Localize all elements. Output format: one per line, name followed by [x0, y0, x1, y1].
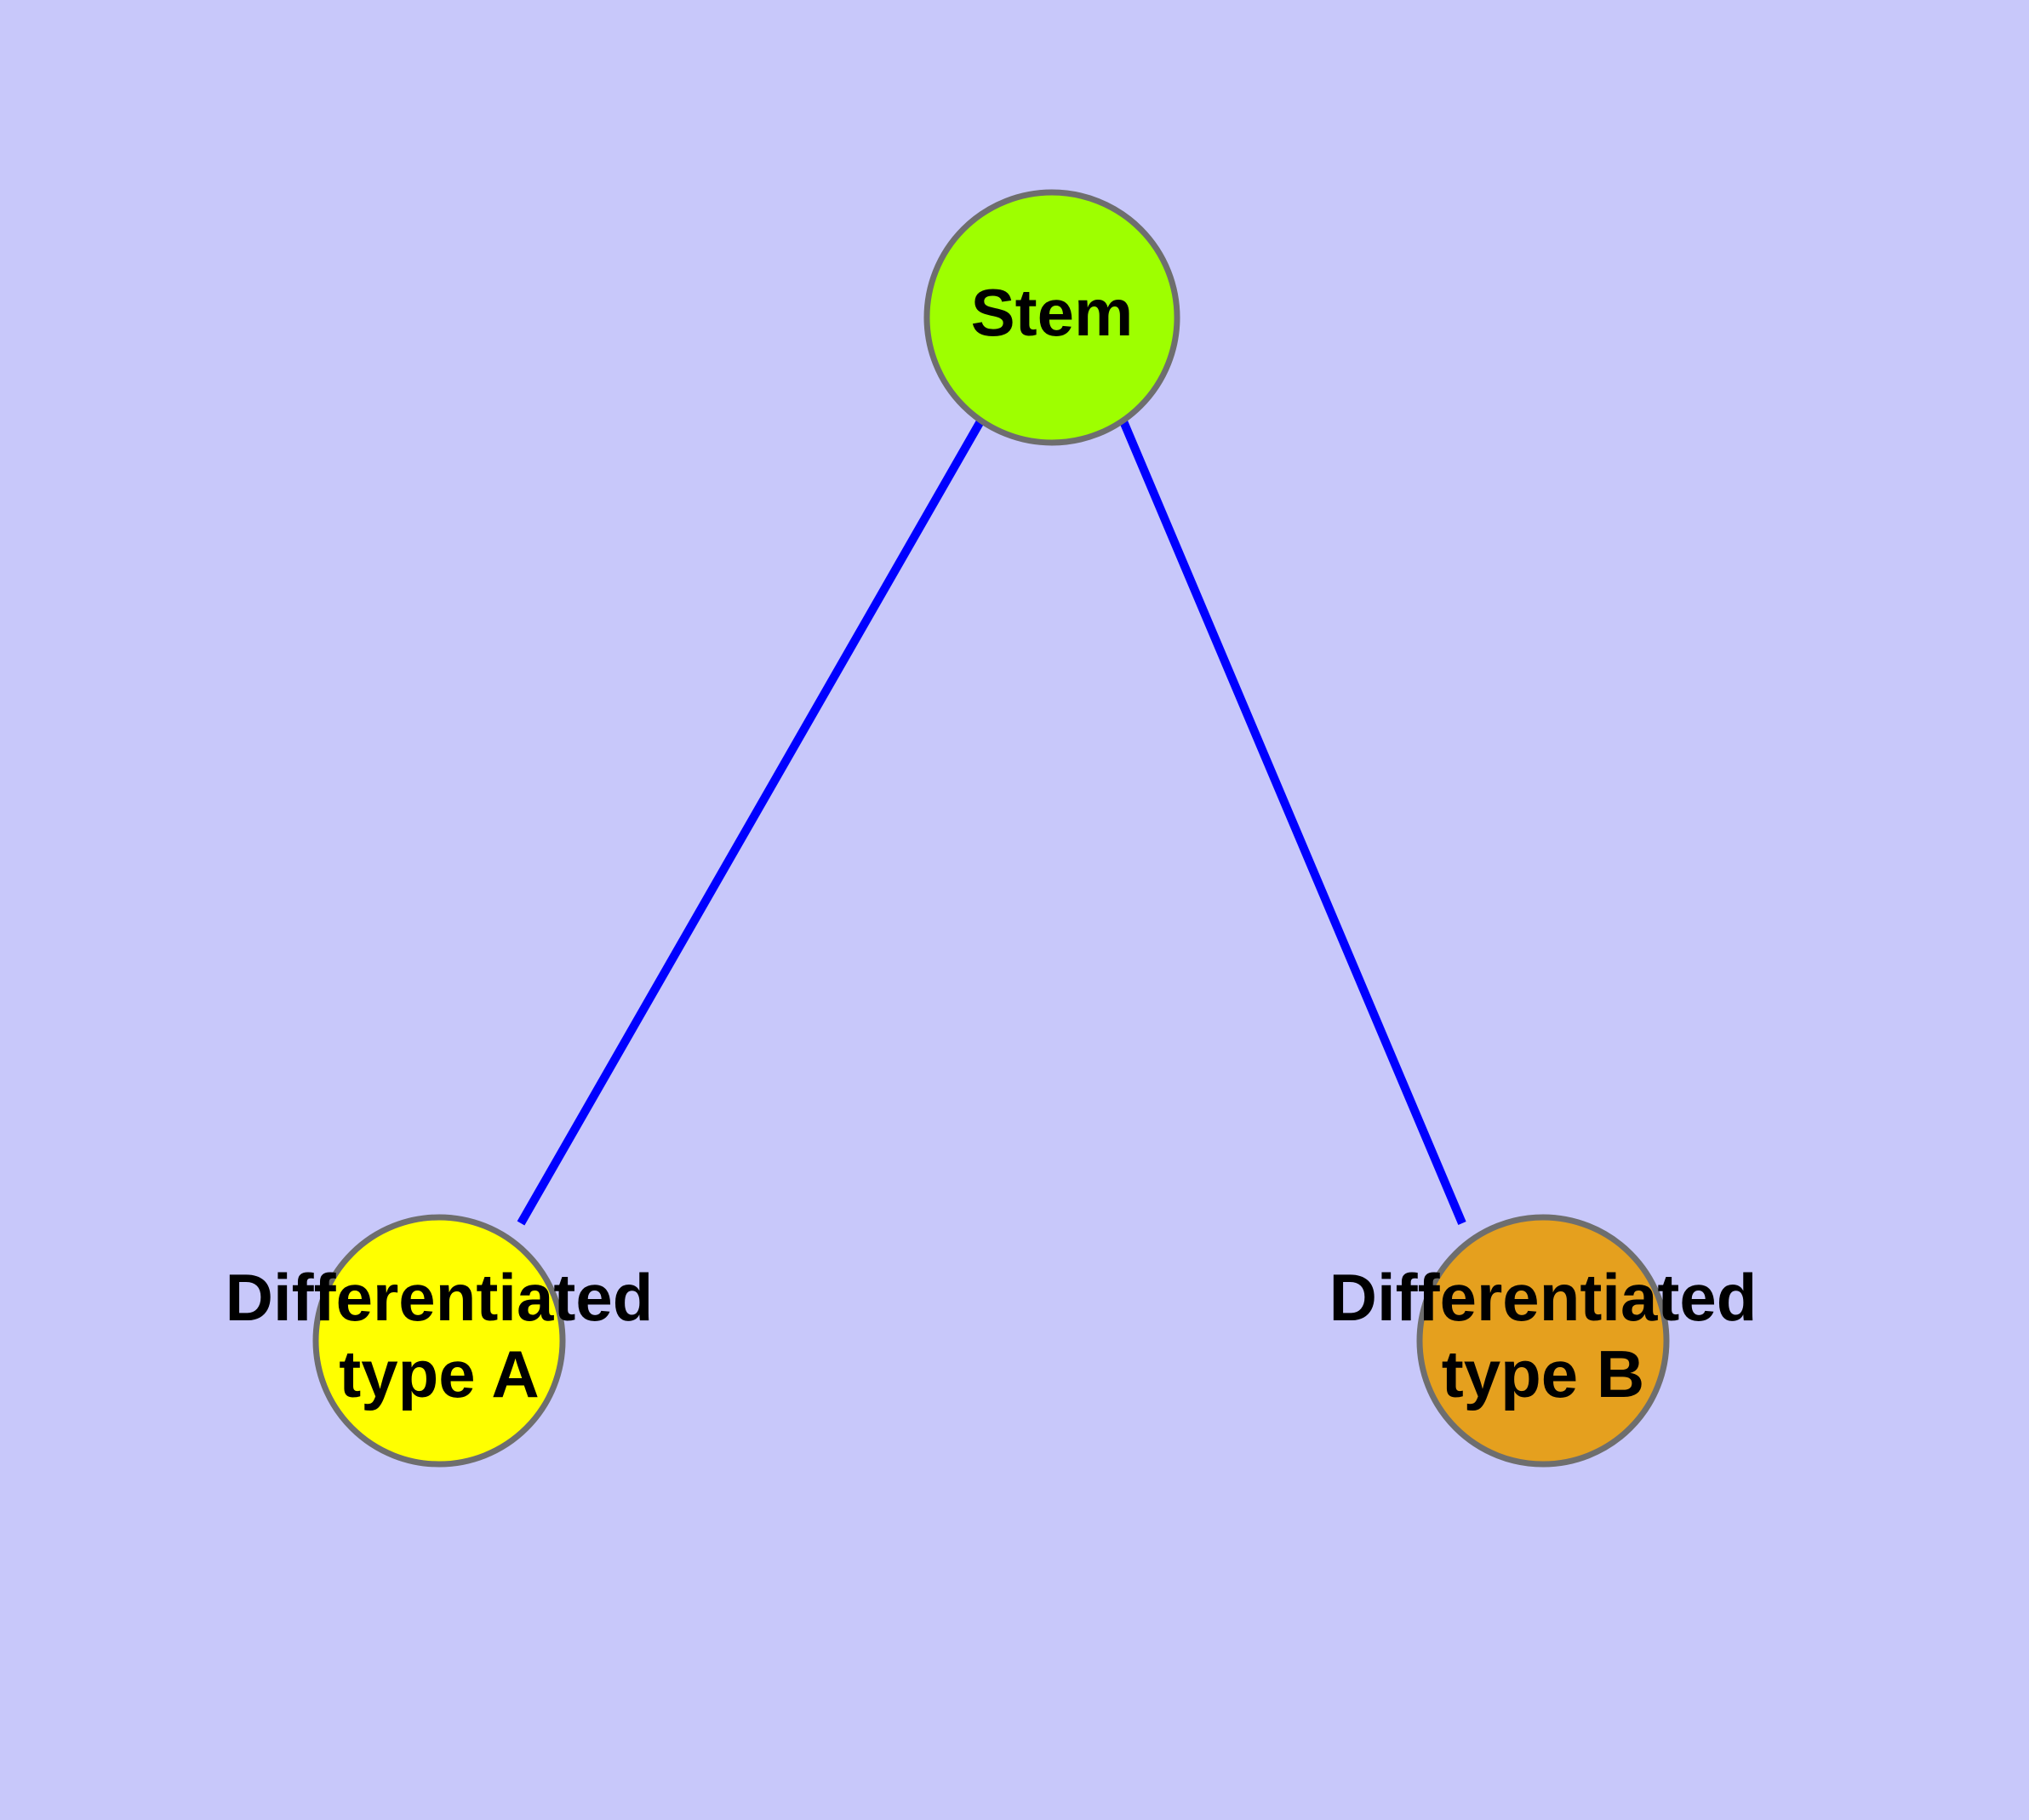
node-stem-label: Stem — [971, 275, 1134, 350]
edge-stem-to-differentiated-type-a[interactable] — [517, 419, 985, 1226]
node-differentiated-type-b-circle[interactable] — [1416, 1214, 1670, 1468]
node-stem[interactable]: Stem — [923, 189, 1180, 446]
node-stem-circle[interactable] — [923, 189, 1180, 446]
node-differentiated-type-a-circle[interactable] — [312, 1214, 566, 1468]
edge-stem-to-differentiated-type-b[interactable] — [1119, 420, 1466, 1225]
edge-layer — [517, 419, 1466, 1226]
